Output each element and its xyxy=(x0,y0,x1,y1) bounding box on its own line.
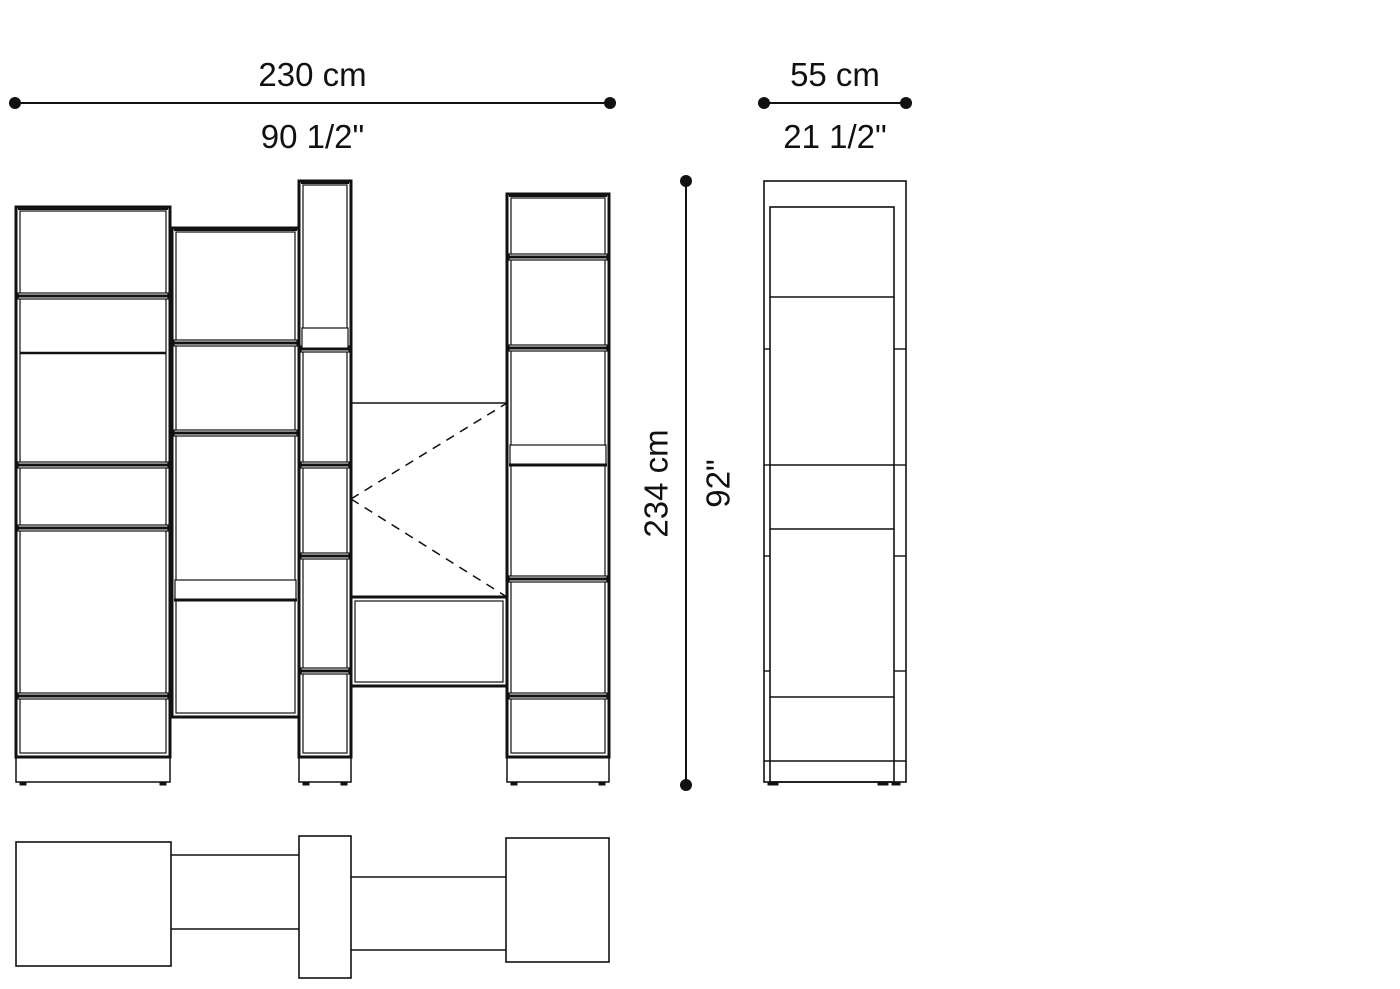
foot xyxy=(877,781,889,786)
dimension-endpoint-dot xyxy=(604,97,616,109)
bridge-outer xyxy=(349,595,509,688)
dimension-endpoint-dot xyxy=(758,97,770,109)
side-outer-profile xyxy=(763,180,907,783)
carcass-inner xyxy=(19,210,167,754)
spacer-block xyxy=(174,579,297,601)
bridge-inner xyxy=(354,600,504,683)
foot xyxy=(340,781,348,786)
bookcase-unit-3 xyxy=(297,179,353,786)
depth-imperial-label: 21 1/2" xyxy=(783,117,887,155)
side-inner-profile xyxy=(769,206,895,783)
width-imperial-label: 90 1/2" xyxy=(260,117,365,155)
height-imperial-label: 92" xyxy=(699,458,737,508)
bookcase-unit-1 xyxy=(14,205,172,786)
dimension-endpoint-dot xyxy=(680,175,692,187)
plan-view xyxy=(15,835,610,979)
front-view xyxy=(14,179,611,786)
foot xyxy=(510,781,518,786)
bookcase-unit-4 xyxy=(505,192,611,786)
plinth xyxy=(15,756,171,783)
opening-swing-dashed-line xyxy=(350,498,508,598)
dimension-endpoint-dot xyxy=(900,97,912,109)
plan-unit-1 xyxy=(15,841,172,967)
opening-swing-dashed-line xyxy=(350,402,508,500)
bridge-shelf xyxy=(349,595,509,688)
carcass-inner xyxy=(510,197,606,754)
foot xyxy=(159,781,167,786)
foot xyxy=(302,781,310,786)
foot xyxy=(598,781,606,786)
spacer-block xyxy=(509,444,607,466)
bookcase-unit-2 xyxy=(170,226,301,719)
height-metric-label: 234 cm xyxy=(637,428,675,538)
dimension-lines xyxy=(9,97,912,791)
plan-unit-4 xyxy=(505,837,610,963)
plinth xyxy=(298,756,352,783)
foot xyxy=(891,781,901,786)
foot xyxy=(767,781,779,786)
carcass-inner xyxy=(302,184,348,754)
carcass-inner xyxy=(175,231,296,714)
carcass-outer xyxy=(14,205,172,759)
plinth xyxy=(506,756,610,783)
carcass-outer xyxy=(170,226,301,719)
plan-unit-3 xyxy=(298,835,352,979)
side-view xyxy=(763,180,907,786)
dimension-endpoint-dot xyxy=(9,97,21,109)
depth-metric-label: 55 cm xyxy=(790,55,880,93)
dimension-endpoint-dot xyxy=(680,779,692,791)
spacer-block xyxy=(301,327,349,350)
foot xyxy=(19,781,27,786)
width-metric-label: 230 cm xyxy=(258,55,367,93)
carcass-outer xyxy=(505,192,611,759)
